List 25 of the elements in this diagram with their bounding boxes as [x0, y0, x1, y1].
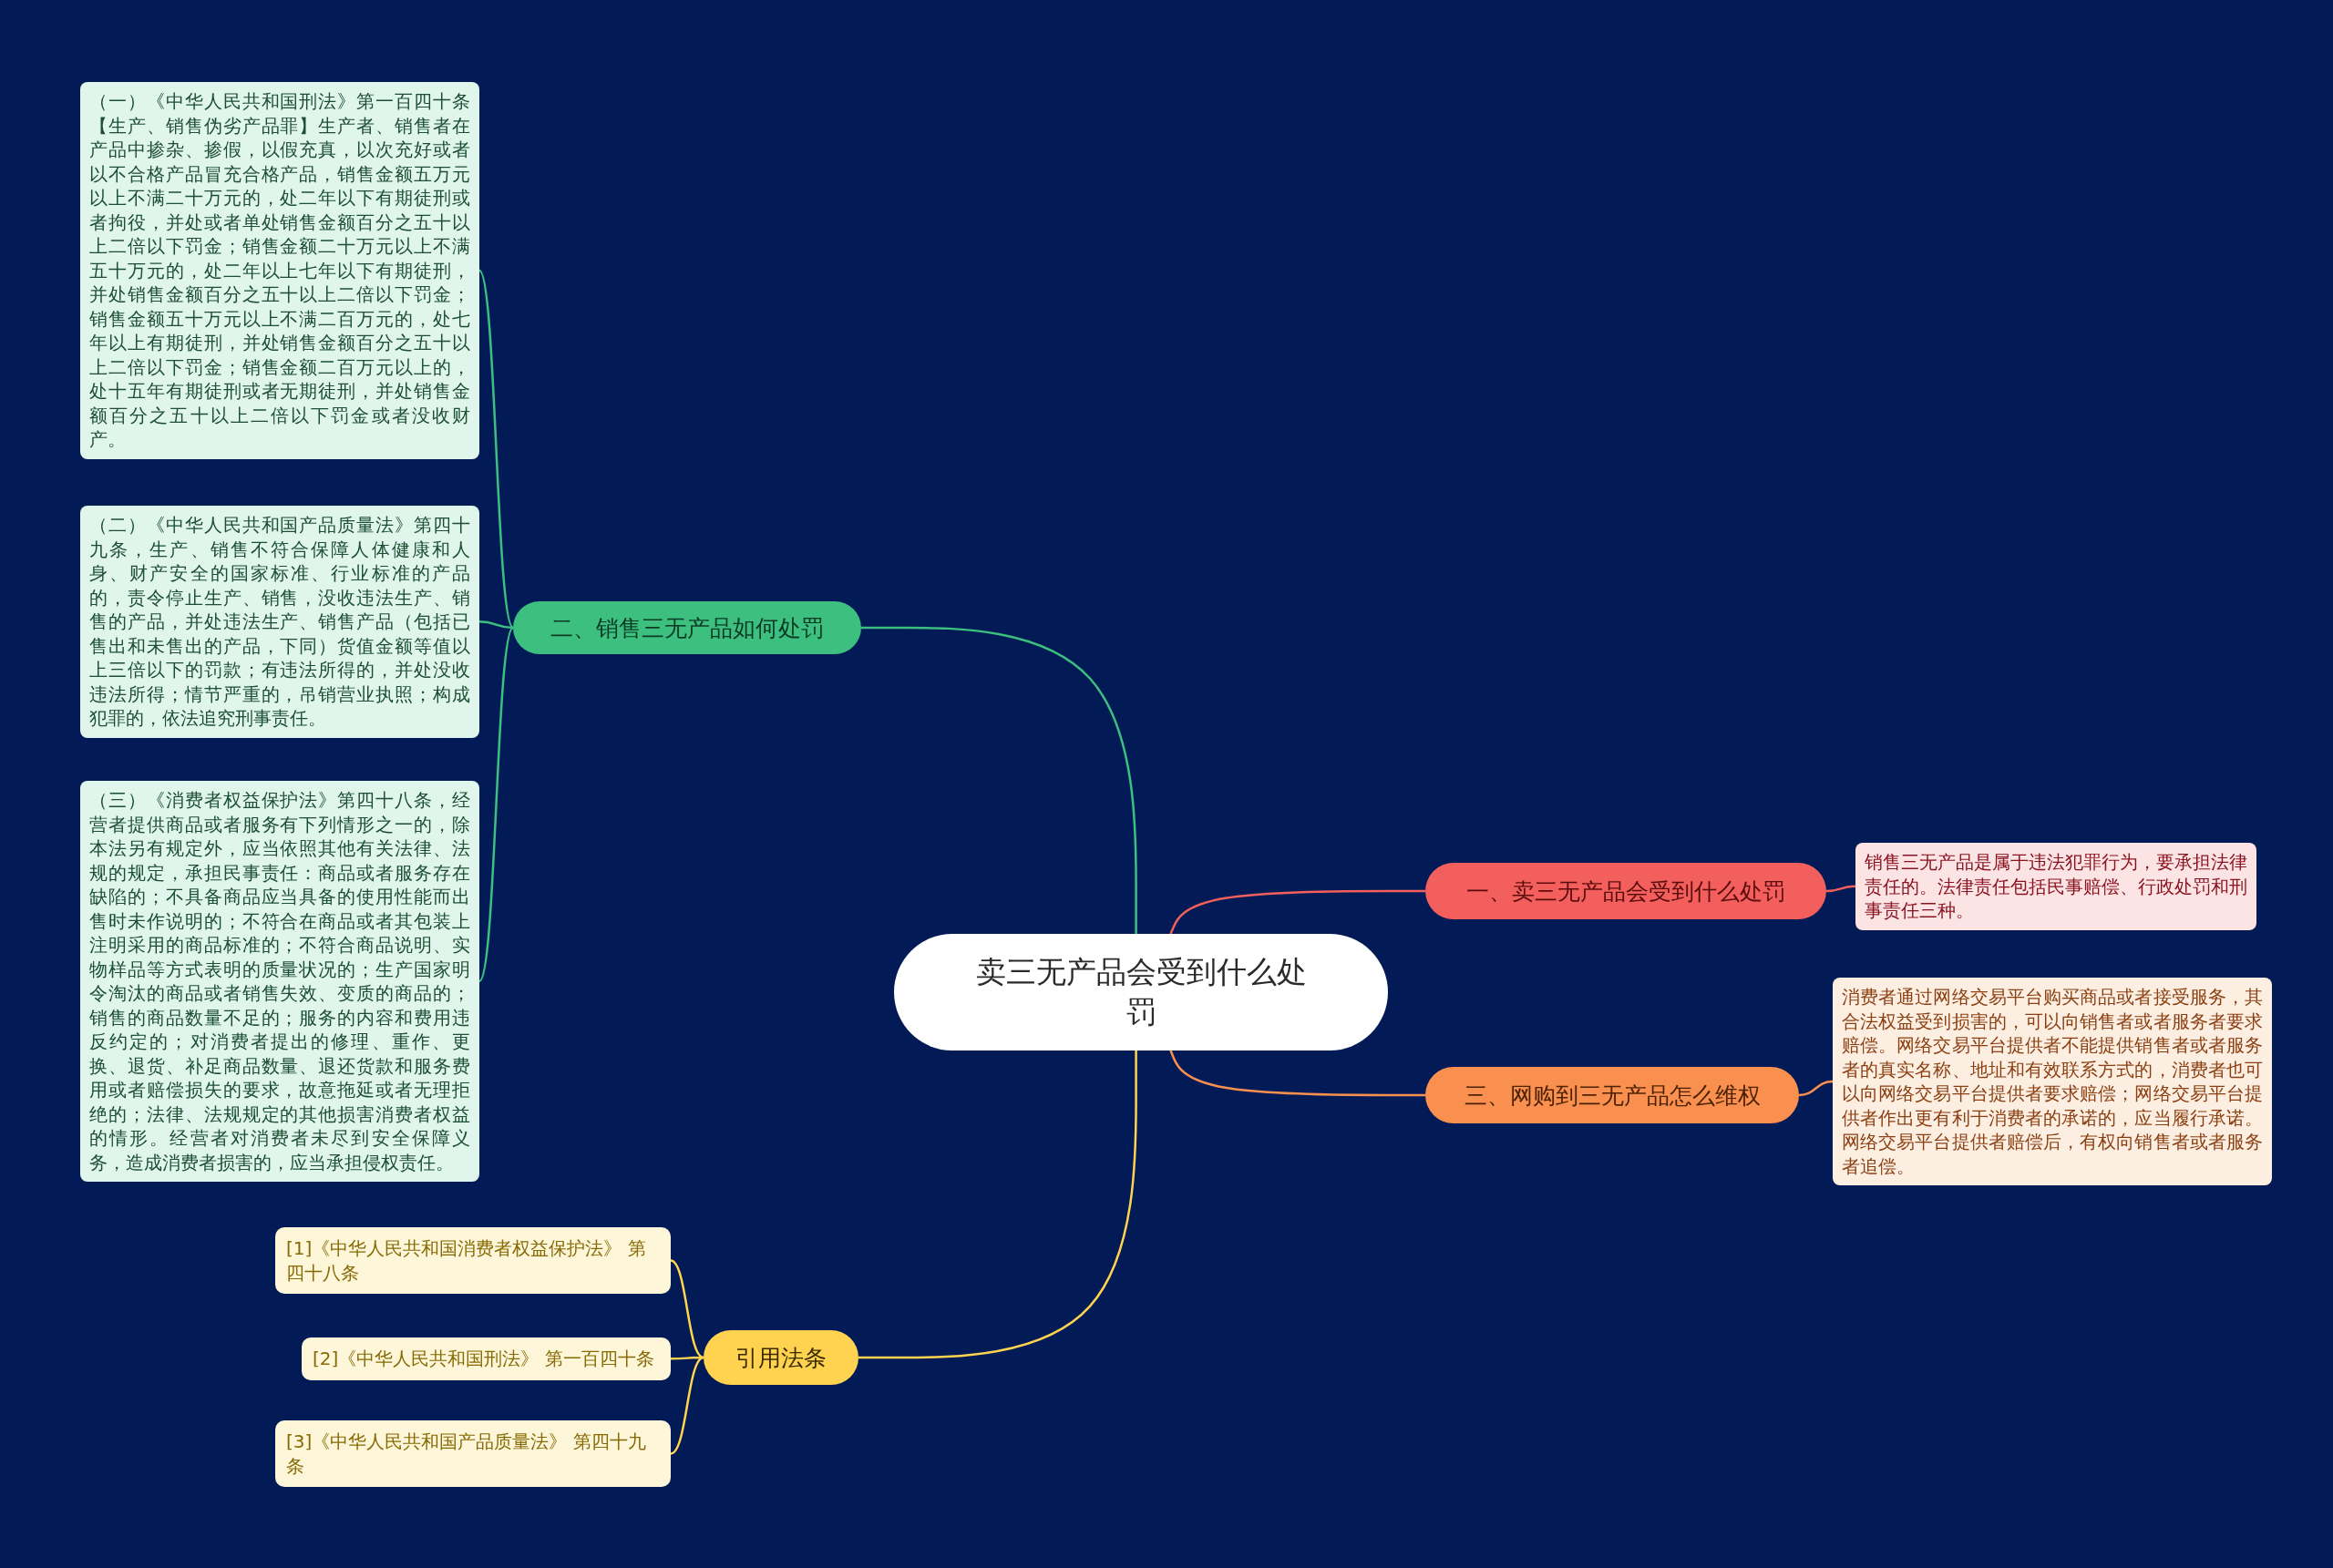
- branch-topic: 引用法条: [704, 1330, 858, 1385]
- connector-line: [478, 270, 515, 629]
- connector-line: [1798, 1080, 1834, 1097]
- central-topic: 卖三无产品会受到什么处罚: [894, 934, 1388, 1050]
- branch-topic: 三、网购到三无产品怎么维权: [1425, 1067, 1799, 1123]
- connector-line: [1169, 889, 1425, 935]
- connector-line: [1825, 885, 1856, 893]
- branch-topic: 二、销售三无产品如何处罚: [513, 601, 861, 654]
- connector-line: [858, 1050, 1137, 1359]
- connector-line: [670, 1259, 704, 1359]
- connector-line: [478, 620, 514, 630]
- connector-line: [1169, 1050, 1425, 1097]
- reference-note: [3]《中华人民共和国产品质量法》 第四十九条: [275, 1420, 671, 1487]
- branch-topic: 一、卖三无产品会受到什么处罚: [1425, 863, 1826, 919]
- connector-line: [478, 627, 515, 982]
- detail-note: （三）《消费者权益保护法》第四十八条，经营者提供商品或者服务有下列情形之一的，除本法另有规定外，应当依照其他有关法律、法规的规定，承担民事责任：商品或者服务存在缺陷的；不具备商品应当具备的使用性能而出售时未作说明的；不符合在商品或者其包装上注明采用的商品标准的；不符合商品说明、实物样品等方式表明的质量状况的；生产国家明令淘汰的商品或者销售失效、变质的商品的；销售的商品数量不足的；服务的内容和费用违反约定的；对消费者提出的修理、重作、更换、退货、补足商品数量、退还货款和服务费用或者赔偿损失的要求，故意拖延或者无理拒绝的；法律、法规规定的其他损害消费者权益的情形。经营者对消费者未尽到安全保障义务，造成消费者损害的，应当承担侵权责任。: [80, 781, 479, 1182]
- connector-line: [861, 626, 1137, 934]
- detail-note: （二）《中华人民共和国产品质量法》第四十九条，生产、销售不符合保障人体健康和人身、财产安全的国家标准、行业标准的产品的，责令停止生产、销售，没收违法生产、销售的产品，并处违法生产、销售产品（包括已售出和未售出的产品，下同）货值金额等值以上三倍以下的罚款；有违法所得的，并处没收违法所得；情节严重的，吊销营业执照；构成犯罪的，依法追究刑事责任。: [80, 506, 479, 738]
- connector-line: [671, 1356, 704, 1360]
- reference-note: [2]《中华人民共和国刑法》 第一百四十条: [302, 1337, 671, 1380]
- detail-note: 销售三无产品是属于违法犯罪行为，要承担法律责任的。法律责任包括民事赔偿、行政处罚和刑事责任三种。: [1855, 843, 2256, 930]
- detail-note: 消费者通过网络交易平台购买商品或者接受服务，其合法权益受到损害的，可以向销售者或者服务者要求赔偿。网络交易平台提供者不能提供销售者或者服务者的真实名称、地址和有效联系方式的，消费者也可以向网络交易平台提供者要求赔偿；网络交易平台提供者作出更有利于消费者的承诺的，应当履行承诺。网络交易平台提供者赔偿后，有权向销售者或者服务者追偿。: [1833, 978, 2272, 1185]
- reference-note: [1]《中华人民共和国消费者权益保护法》 第四十八条: [275, 1227, 671, 1294]
- detail-note: （一）《中华人民共和国刑法》第一百四十条【生产、销售伪劣产品罪】生产者、销售者在产品中掺杂、掺假，以假充真，以次充好或者以不合格产品冒充合格产品，销售金额五万元以上不满二十万元的，处二年以下有期徒刑或者拘役，并处或者单处销售金额百分之五十以上二倍以下罚金；销售金额二十万元以上不满五十万元的，处二年以上七年以下有期徒刑，并处销售金额百分之五十以上二倍以下罚金；销售金额五十万元以上不满二百万元的，处七年以上有期徒刑，并处销售金额百分之五十以上二倍以下罚金；销售金额二百万元以上的，处十五年有期徒刑或者无期徒刑，并处销售金额百分之五十以上二倍以下罚金或者没收财产。: [80, 82, 479, 459]
- connector-line: [670, 1356, 704, 1455]
